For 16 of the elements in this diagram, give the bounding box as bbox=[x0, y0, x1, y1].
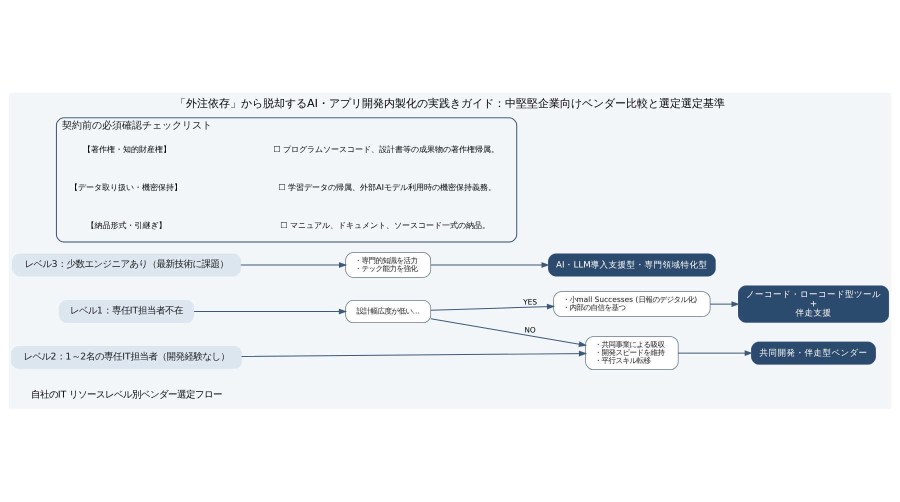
arrow bbox=[430, 304, 556, 311]
arrow bbox=[430, 318, 587, 347]
node-box: AI・LLM導入支援型・専門領域特化型 bbox=[548, 253, 716, 276]
arrow bbox=[194, 308, 348, 314]
node-box: レベル3：少数エンジニアあり（最新技術に課題） bbox=[12, 253, 242, 276]
node-box: ノーコード・ローコード型ツール + 伴走支援 bbox=[738, 285, 889, 323]
arrow bbox=[710, 301, 740, 307]
arrow bbox=[678, 350, 753, 356]
node-box: レベル2：1～2名の専任IT担当者（開発経験なし） bbox=[11, 346, 242, 369]
label: 自社のIT リソースレベル別ベンダー選定フロー bbox=[30, 390, 222, 401]
arrow bbox=[240, 262, 348, 268]
node-box: 共同開発・伴走型ベンダー bbox=[751, 342, 876, 365]
node-box: レベル1：専任IT担当者不在 bbox=[58, 300, 194, 324]
diagram-title: 「外注依存」から脱却するAI・アプリ開発内製化の実践きガイド：中堅堅企業向けベンダー比較と選定選定基準 bbox=[175, 96, 725, 110]
arrow bbox=[430, 262, 550, 268]
arrow bbox=[241, 350, 588, 357]
